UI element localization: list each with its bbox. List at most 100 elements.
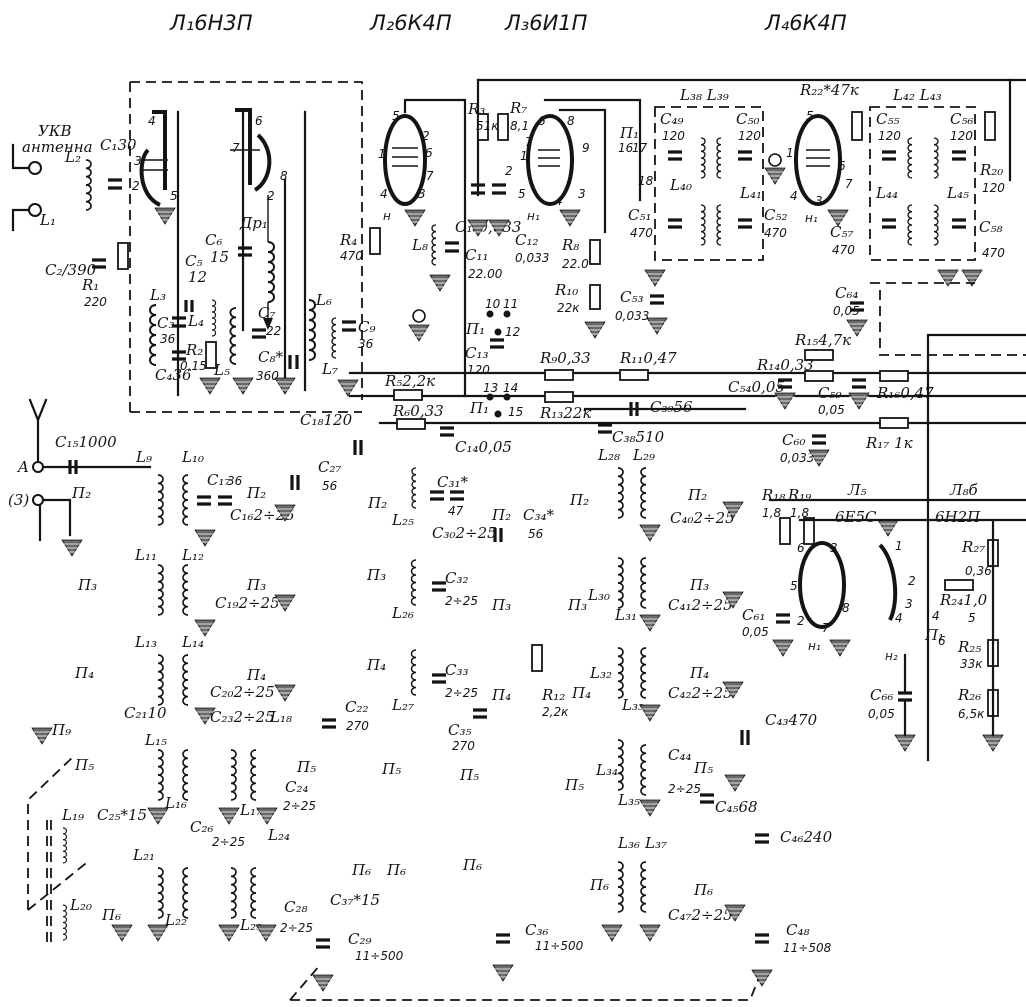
label-c48: C₄₈ [786,921,810,939]
svg-text:П₅: П₅ [693,759,713,777]
svg-text:5: 5 [392,109,400,123]
antenna-jack-bottom[interactable] [28,203,42,217]
label-l12: L₁₂ [181,546,204,564]
svg-text:22к: 22к [557,301,580,315]
svg-text:П₃: П₃ [246,576,266,594]
l2-tube-stage: 5 1 2 6 7 4 3 н R₃ 51к R₇ 8,1 R₄ 470 L₈ … [339,98,529,398]
svg-text:2: 2 [505,164,513,178]
coil-l7 [331,317,337,359]
svg-text:антенна: антенна [22,138,93,156]
label-l17: L₁₇ [239,801,262,819]
coil-l29 [640,467,647,519]
svg-text:1: 1 [895,539,903,553]
label-c4: C₄36 [155,366,192,384]
svg-text:4: 4 [380,187,388,201]
resistor-r12 [531,644,543,672]
l1-vhf-block: 4 2 5 3 6 7 8 2 Др₁ C₆ 15 L₃ C₃ 36 C₄36 … [129,81,430,415]
label-switch-p1-bottom: П₁ [924,626,944,644]
svg-text:П₃: П₃ [567,596,587,614]
label-c29: C₂₉ [348,930,372,948]
svg-text:17: 17 [632,141,648,155]
svg-text:22.00: 22.00 [468,267,503,281]
label-l5: L₅ [213,361,230,379]
switch-contact[interactable] [494,328,502,336]
svg-text:1: 1 [786,146,794,160]
label-switch-p2-mid: П₂ [367,494,387,512]
svg-text:2: 2 [267,189,275,203]
svg-text:0,05: 0,05 [818,403,845,417]
coil-l18 [250,749,257,801]
label-c32: C₃₂ [445,569,469,587]
resistor-r11 [619,369,649,381]
label-ground-3: (3) [8,491,29,509]
switch-contact[interactable] [503,310,511,318]
coil-l40 [700,204,706,246]
svg-text:470: 470 [832,243,855,257]
label-l26: L₂₆ [391,604,414,622]
label-c11: C₁₁ [465,246,489,264]
label-c24: C₂₄ [285,778,309,796]
coil-l26 [410,559,417,606]
svg-text:3: 3 [830,541,838,555]
label-c12: C₁₂ [515,231,539,249]
coil-l20 [62,904,68,941]
coil-l3 [149,304,157,366]
svg-text:0,36: 0,36 [965,564,992,578]
label-switch-p1-top: П₁ [619,124,639,142]
ground-icon [154,207,176,225]
label-r20: R₂₀ [979,161,1003,179]
svg-text:6: 6 [838,159,846,173]
svg-text:47: 47 [448,504,464,518]
switch-contact[interactable] [494,410,502,418]
svg-text:0,05: 0,05 [833,304,860,318]
label-r12: R₁₂ [541,686,565,704]
svg-text:П₅: П₅ [381,760,401,778]
label-l4: L₄ [187,312,204,330]
coil-l14 [182,654,189,706]
svg-text:2÷25: 2÷25 [445,686,478,700]
switch-contact[interactable] [486,310,494,318]
label-c23: C₂₃2÷25 [210,708,275,726]
svg-text:8: 8 [567,114,575,128]
coil-l39 [716,137,722,179]
label-l22: L₂₂ [164,911,187,929]
antenna-jack-top[interactable] [28,161,42,175]
coil-l30 [617,557,624,609]
svg-text:14: 14 [503,381,518,395]
svg-text:7: 7 [232,141,240,155]
switch-contact[interactable] [486,393,494,401]
coil-l27 [410,649,417,696]
svg-text:П₅: П₅ [296,758,316,776]
label-c36: C₃₆ [525,921,549,939]
ground-jack[interactable] [32,494,44,506]
label-c39: C₃₉56 [650,398,693,416]
coil-l17 [230,749,237,801]
label-c10: C₁₀0,033 [455,218,521,236]
label-c25: C₂₅*15 [97,806,147,824]
tube-title-l4: Л₄6К4П [764,11,847,35]
resistor-r17 [879,417,909,429]
resistor-r22 [851,111,863,141]
label-l44: L₄₄ [875,184,898,202]
svg-text:2,2к: 2,2к [542,705,569,719]
label-l16: L₁₆ [164,794,187,812]
svg-text:120: 120 [662,129,685,143]
coil-l12 [182,564,189,616]
svg-text:56: 56 [528,527,544,541]
svg-text:П₃: П₃ [491,596,511,614]
label-switch-p6: П₆ [101,906,121,924]
coil-l42 [907,137,913,179]
svg-text:П₆: П₆ [351,861,371,879]
antenna-jack-a[interactable] [32,461,44,473]
svg-text:15: 15 [210,248,229,266]
label-l40: L₄₀ [669,176,692,194]
label-switch-p3-mid: П₃ [366,566,386,584]
svg-text:7: 7 [525,135,533,149]
label-c38: C₃₈510 [612,428,665,446]
coil-l33 [640,647,647,699]
switch-contact[interactable] [503,393,511,401]
svg-text:П₃: П₃ [689,576,709,594]
tube-titles: Л₁6Н3П Л₂6К4П Л₃6И1П Л₄6К4П [169,11,847,35]
coil-l34 [617,739,624,791]
label-r9: R₉0,33 [539,349,591,367]
